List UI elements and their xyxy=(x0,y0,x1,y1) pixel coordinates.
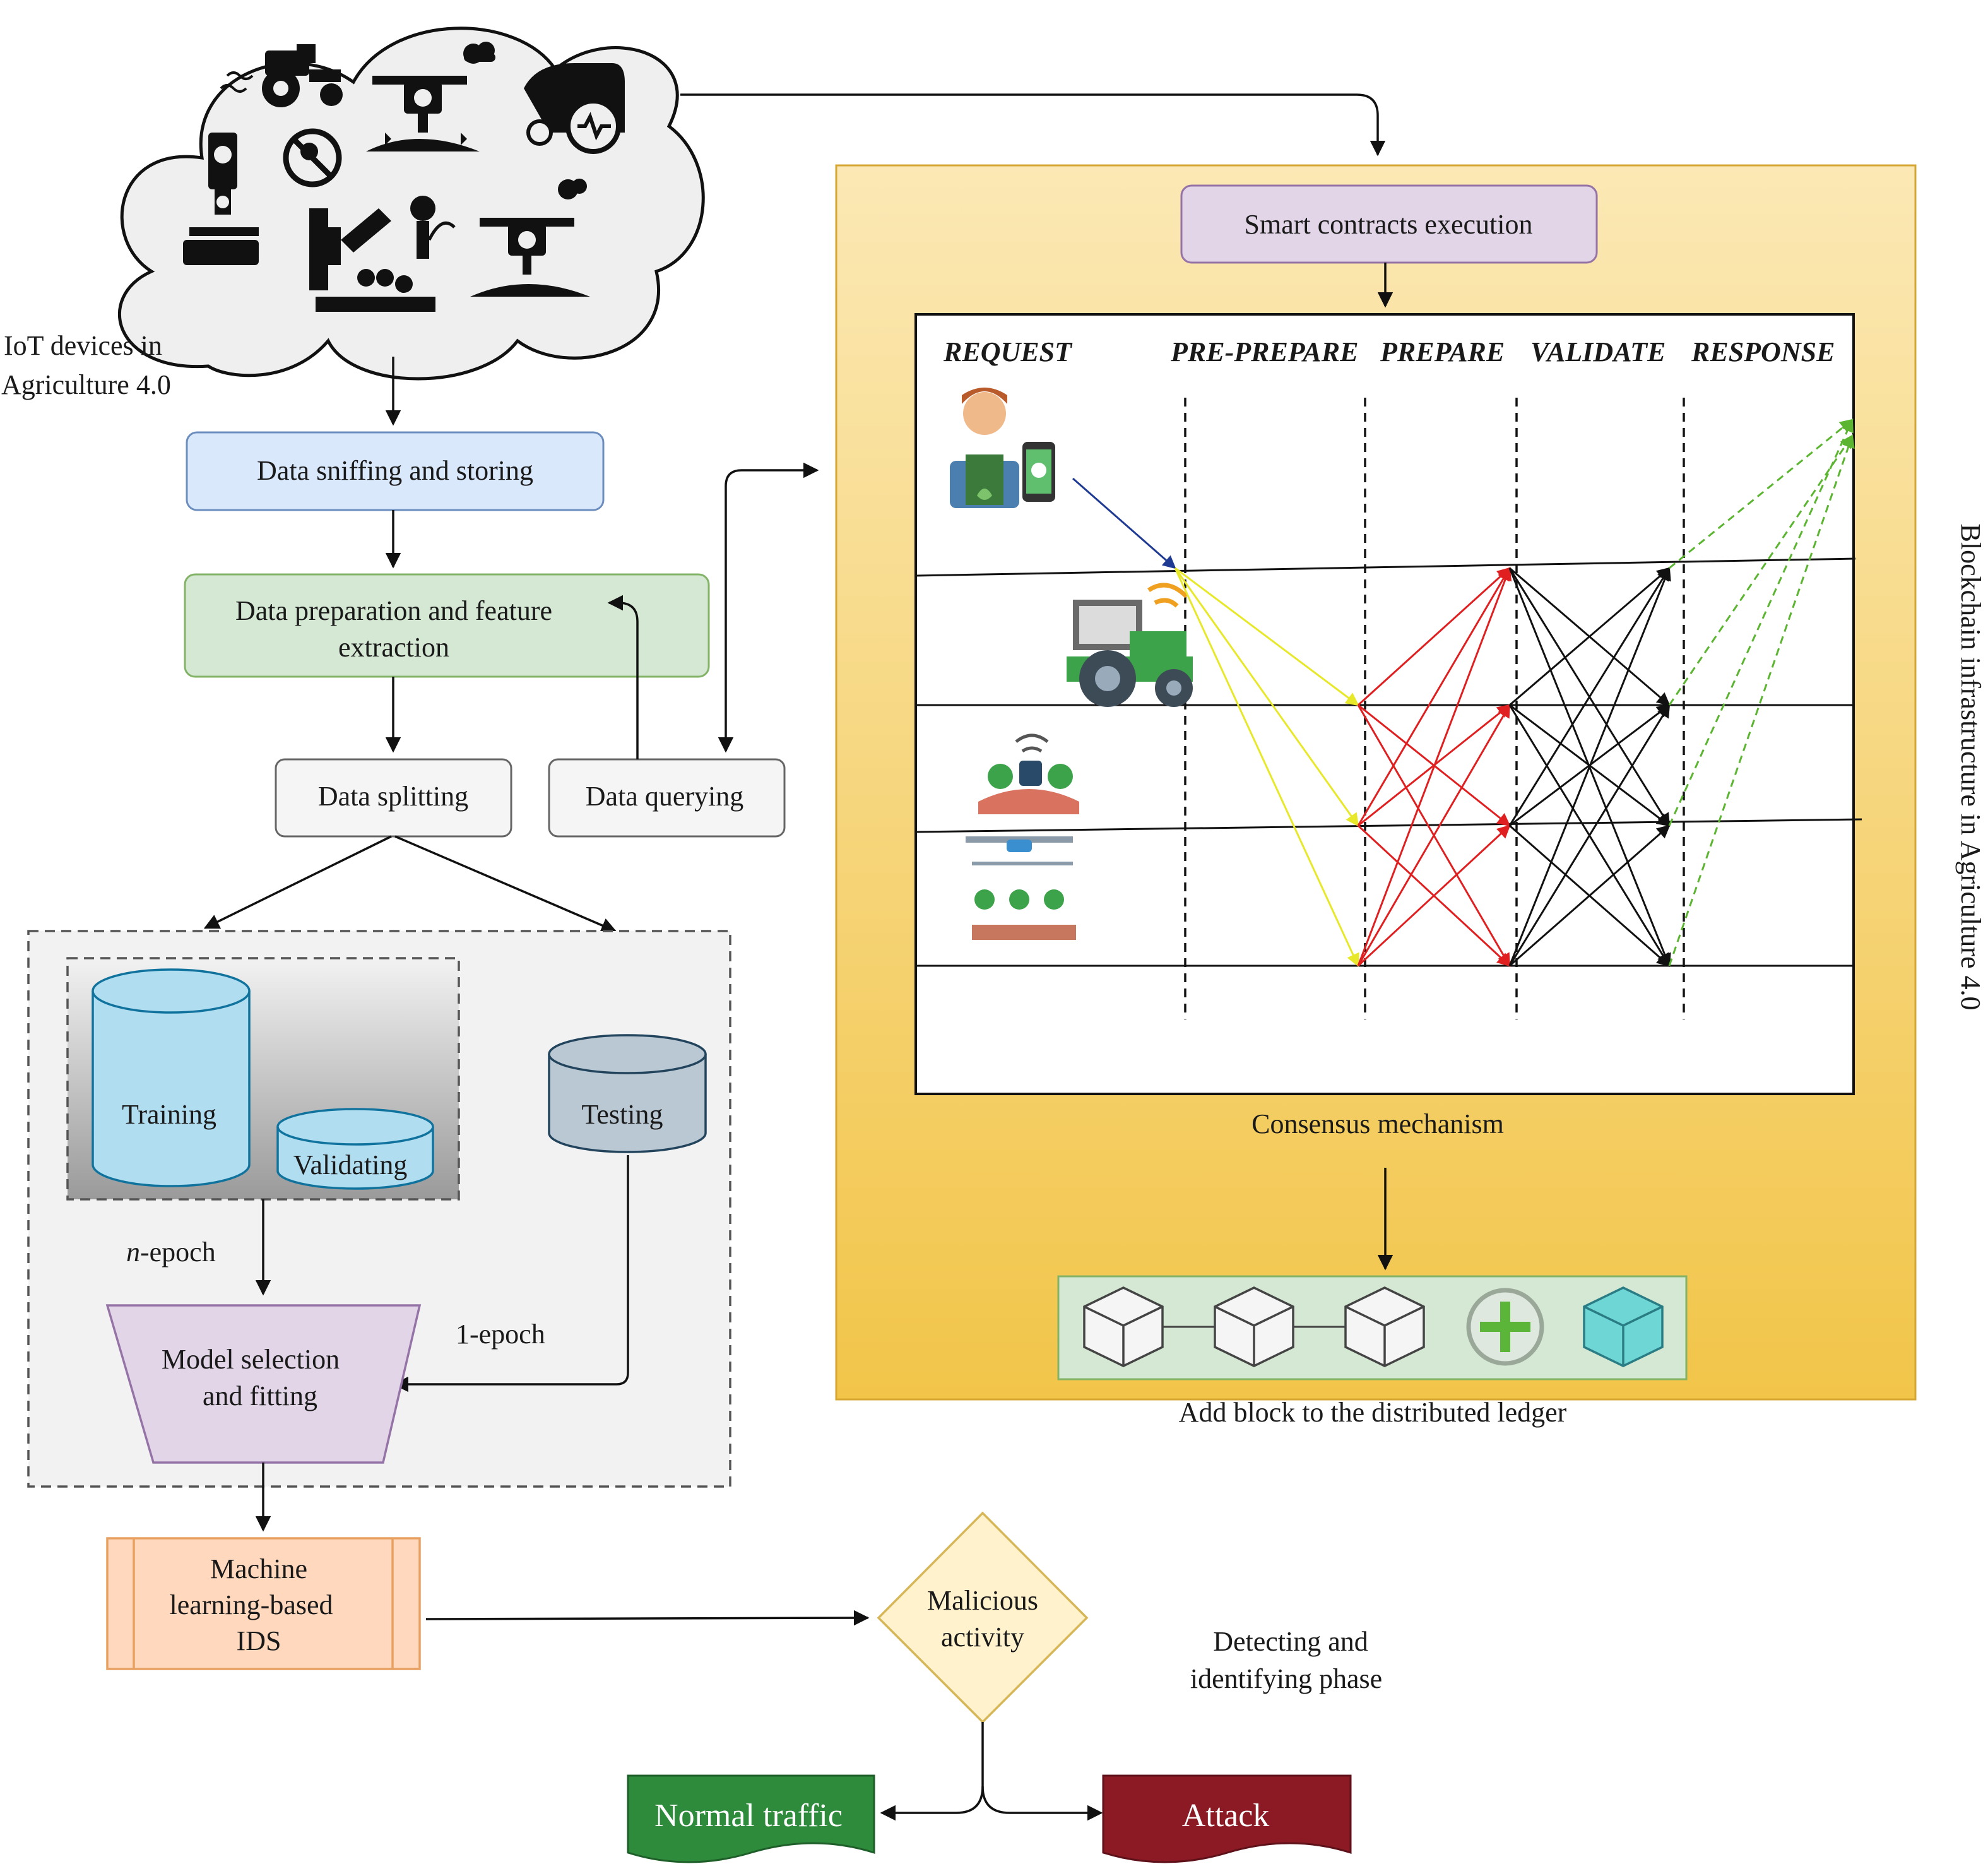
testing-label: Testing xyxy=(582,1099,663,1130)
consensus-messages xyxy=(1072,419,1855,967)
block-cube-icon xyxy=(1083,1286,1164,1367)
model-selection-label-line2: and fitting xyxy=(203,1380,317,1411)
add-block-icon xyxy=(1466,1288,1544,1366)
no-farmer-icon xyxy=(283,128,342,187)
phase-prepare: PREPARE xyxy=(1380,336,1505,367)
request-message-arrow xyxy=(1072,477,1176,569)
arrow-query-blockchain xyxy=(718,462,819,753)
arrow-query-to-prep xyxy=(607,595,639,759)
phase-pre-prepare: PRE-PREPARE xyxy=(1170,336,1358,367)
malicious-label-line1: Malicious xyxy=(927,1585,1038,1616)
blockchain-side-title: Blockchain infrastructure in Agriculture… xyxy=(1955,524,1986,1011)
n-epoch-label: n-epoch xyxy=(126,1237,216,1267)
phase-request: REQUEST xyxy=(943,336,1073,367)
validating-label: Validating xyxy=(293,1149,408,1180)
malicious-activity-diamond xyxy=(877,1511,1089,1724)
validating-cylinder xyxy=(276,1108,434,1190)
smart-tractor-icon xyxy=(1067,583,1193,707)
detect-label-line1: Detecting and xyxy=(1213,1626,1368,1657)
arrow-ids-to-malicious xyxy=(425,1610,870,1626)
ids-box xyxy=(106,1537,421,1670)
iot-caption-line1: IoT devices in xyxy=(4,330,162,361)
data-sniffing-box xyxy=(186,431,605,511)
phase-divider-lines xyxy=(1184,398,1685,1019)
validate-message-arrow xyxy=(1508,704,1671,966)
detect-label-line2: identifying phase xyxy=(1190,1663,1382,1694)
validate-message-arrow xyxy=(1508,567,1671,966)
model-selection-trapezoid xyxy=(105,1304,422,1464)
attack-label: Attack xyxy=(1182,1798,1270,1834)
iot-caption-line2: Agriculture 4.0 xyxy=(1,369,171,400)
data-querying-label: Data querying xyxy=(586,781,743,812)
sprayer-drone-field-icon xyxy=(966,836,1076,940)
arrow-test-to-model xyxy=(393,1155,629,1392)
data-preparation-box xyxy=(184,573,710,678)
validate-message-arrow xyxy=(1508,567,1671,826)
node-timelines xyxy=(915,557,1862,967)
arrow-to-attack xyxy=(981,1786,1103,1821)
ledger-label: Add block to the distributed ledger xyxy=(1179,1397,1567,1428)
normal-traffic-label: Normal traffic xyxy=(654,1798,843,1834)
arrow-to-normal xyxy=(880,1722,984,1821)
new-block-cube-icon xyxy=(1583,1286,1664,1367)
data-sniffing-label: Data sniffing and storing xyxy=(257,455,533,486)
attack-shape xyxy=(1102,1774,1352,1863)
arrow-iot-to-blockchain xyxy=(680,93,1386,157)
phase-response: RESPONSE xyxy=(1691,336,1835,367)
arrow-split-to-testing xyxy=(394,835,617,933)
robot-arm-harvester-icon xyxy=(309,208,435,312)
prepare-message-arrow xyxy=(1357,567,1511,826)
normal-traffic-shape xyxy=(627,1774,875,1863)
pre-prepare-message-arrow xyxy=(1174,567,1359,827)
sensor-icon xyxy=(410,196,456,259)
response-message-arrow xyxy=(1668,434,1854,706)
data-splitting-label: Data splitting xyxy=(318,781,468,812)
response-message-arrow xyxy=(1669,419,1854,569)
cow-monitor-icon xyxy=(524,63,625,154)
prepare-message-arrow xyxy=(1357,567,1511,706)
block-cube-icon xyxy=(1344,1286,1425,1367)
data-preparation-label-line1: Data preparation and feature xyxy=(235,595,552,626)
tractor-icon xyxy=(262,44,343,107)
training-label: Training xyxy=(122,1099,216,1130)
response-message-arrow xyxy=(1668,434,1855,966)
cloud-icon xyxy=(463,42,495,64)
drone-icon xyxy=(366,76,480,151)
farmer-smartphone-icon xyxy=(950,388,1055,508)
prepare-message-arrow xyxy=(1357,824,1511,967)
ids-label-line1: Machine xyxy=(210,1553,307,1584)
block-cube-icon xyxy=(1214,1286,1294,1367)
data-splitting-box xyxy=(275,758,512,838)
smart-contracts-box xyxy=(1180,184,1598,264)
response-message-arrow xyxy=(1668,419,1854,826)
one-epoch-label: 1-epoch xyxy=(456,1319,545,1350)
iot-cloud xyxy=(118,27,705,381)
wifi-signal-icon xyxy=(220,71,254,93)
smart-contracts-label: Smart contracts execution xyxy=(1245,209,1533,240)
pre-prepare-message-arrow xyxy=(1174,567,1359,967)
consensus-mechanism-label: Consensus mechanism xyxy=(1251,1108,1504,1139)
pre-prepare-message-arrow xyxy=(1174,567,1359,706)
arrow-split-to-training xyxy=(203,835,392,929)
data-preparation-label-line2: extraction xyxy=(338,632,449,663)
prepare-message-arrow xyxy=(1357,567,1512,966)
ids-label-line2: learning-based xyxy=(170,1589,333,1620)
malicious-label-line2: activity xyxy=(941,1622,1024,1653)
data-querying-box xyxy=(548,758,786,838)
sprayer-drone-icon xyxy=(470,179,590,297)
phase-validate: VALIDATE xyxy=(1530,336,1666,367)
model-selection-label-line1: Model selection xyxy=(162,1344,340,1375)
ids-label-line3: IDS xyxy=(237,1625,281,1656)
training-cylinder xyxy=(92,968,251,1187)
testing-cylinder xyxy=(548,1034,707,1153)
smart-irrigation-icon xyxy=(978,733,1079,814)
validate-message-arrow xyxy=(1509,824,1671,967)
smartphone-remote-icon xyxy=(183,133,259,265)
validate-message-arrow xyxy=(1509,567,1671,706)
prepare-message-arrow xyxy=(1357,704,1511,966)
